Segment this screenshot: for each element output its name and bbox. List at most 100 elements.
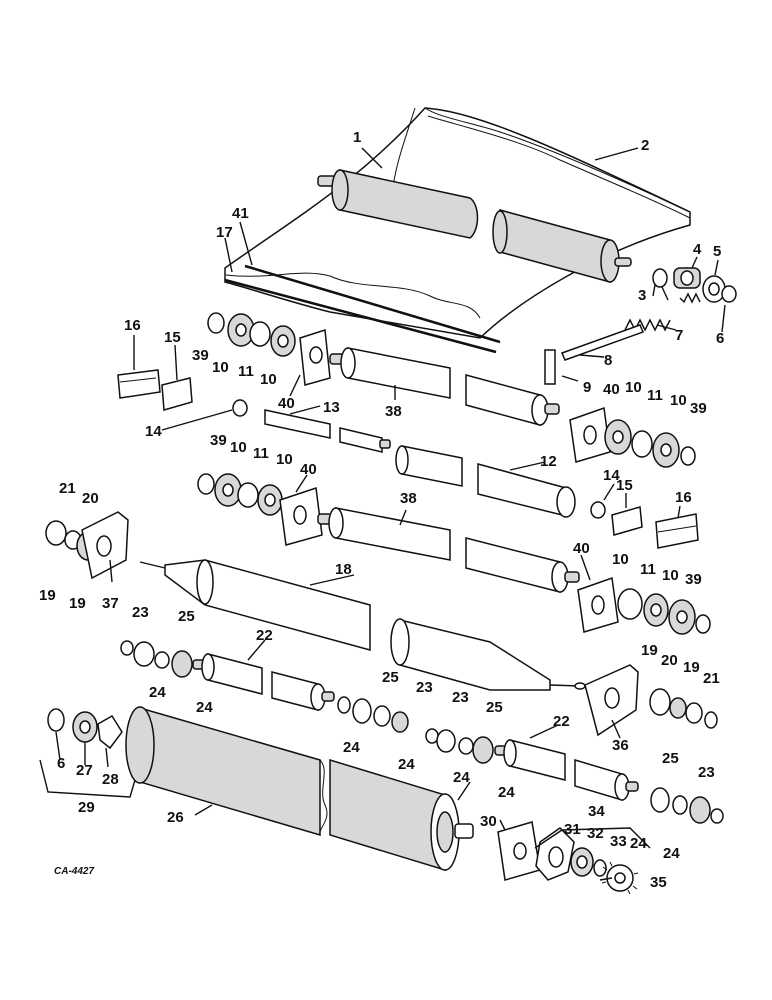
callout-13: 13 bbox=[323, 399, 340, 416]
callout-40d: 40 bbox=[573, 540, 590, 557]
callout-30: 30 bbox=[480, 813, 497, 830]
callout-31: 31 bbox=[564, 821, 581, 838]
callout-40b: 40 bbox=[603, 381, 620, 398]
callout-27: 27 bbox=[76, 762, 93, 779]
roller-22-left bbox=[192, 653, 335, 711]
leader-lines bbox=[39, 147, 726, 881]
callout-25d: 25 bbox=[662, 750, 679, 767]
callout-7: 7 bbox=[675, 327, 683, 344]
callout-24g: 24 bbox=[630, 835, 647, 852]
callout-17: 17 bbox=[216, 224, 233, 241]
callout-10c: 10 bbox=[625, 379, 642, 396]
callout-28: 28 bbox=[102, 771, 119, 788]
callout-11c: 11 bbox=[253, 445, 269, 462]
callout-32: 32 bbox=[587, 825, 604, 842]
callout-39a: 39 bbox=[192, 347, 209, 364]
roller-22-right bbox=[494, 739, 639, 802]
callout-4: 4 bbox=[693, 241, 702, 258]
row5-right-small bbox=[650, 787, 724, 824]
callout-26: 26 bbox=[167, 809, 184, 826]
belt-roller-left bbox=[317, 169, 479, 239]
callout-9: 9 bbox=[583, 379, 591, 396]
callout-34: 34 bbox=[588, 803, 605, 820]
callout-16b: 16 bbox=[675, 489, 692, 506]
bracket-36-group bbox=[584, 664, 718, 737]
callout-10d: 10 bbox=[670, 392, 687, 409]
callout-24c: 24 bbox=[343, 739, 360, 756]
drum-roller-26 bbox=[47, 706, 474, 872]
callout-12: 12 bbox=[540, 453, 557, 470]
callout-33: 33 bbox=[610, 833, 627, 850]
callout-23d: 23 bbox=[698, 764, 715, 781]
callout-10h: 10 bbox=[662, 567, 679, 584]
callout-36: 36 bbox=[612, 737, 629, 754]
callout-11b: 11 bbox=[647, 387, 663, 404]
row3-right-bearings bbox=[577, 576, 711, 635]
callout-15b: 15 bbox=[616, 477, 633, 494]
callout-10g: 10 bbox=[612, 551, 629, 568]
callout-23c: 23 bbox=[452, 689, 469, 706]
callout-3: 3 bbox=[638, 287, 646, 304]
callout-24a: 24 bbox=[149, 684, 166, 701]
callout-35: 35 bbox=[650, 874, 667, 891]
row1-right-bearings bbox=[569, 406, 696, 468]
tensioner-assembly bbox=[544, 267, 737, 385]
callout-1: 1 bbox=[353, 129, 361, 146]
bracket-15-16-right bbox=[590, 501, 699, 549]
callout-24b: 24 bbox=[196, 699, 213, 716]
callout-10e: 10 bbox=[230, 439, 247, 456]
callout-14b: 14 bbox=[603, 467, 620, 484]
row4-mid-small bbox=[337, 696, 409, 733]
bracket-37-group bbox=[45, 511, 129, 580]
row4-left-small bbox=[120, 640, 193, 678]
callout-19c: 19 bbox=[641, 642, 658, 659]
callout-19d: 19 bbox=[683, 659, 700, 676]
cone-roller-18 bbox=[139, 559, 586, 691]
row2-left-bearings bbox=[197, 473, 323, 546]
shaft-13 bbox=[232, 399, 391, 453]
callout-38a: 38 bbox=[385, 403, 402, 420]
callout-41: 41 bbox=[232, 205, 249, 222]
callout-20b: 20 bbox=[661, 652, 678, 669]
belt-roller-right bbox=[492, 209, 632, 283]
callout-25b: 25 bbox=[382, 669, 399, 686]
callout-40c: 40 bbox=[300, 461, 317, 478]
callout-11a: 11 bbox=[238, 363, 254, 380]
rod-17-41 bbox=[224, 264, 501, 354]
drive-group bbox=[497, 821, 639, 895]
bracket-16-left bbox=[117, 369, 193, 411]
callout-23b: 23 bbox=[416, 679, 433, 696]
callout-24e: 24 bbox=[453, 769, 470, 786]
callout-10f: 10 bbox=[276, 451, 293, 468]
callout-25a: 25 bbox=[178, 608, 195, 625]
callout-6: 6 bbox=[716, 330, 724, 347]
roller-12 bbox=[395, 445, 576, 518]
callout-39c: 39 bbox=[210, 432, 227, 449]
roller-38-upper bbox=[329, 347, 560, 426]
callout-24h: 24 bbox=[663, 845, 680, 862]
diagram-code: CA-4427 bbox=[54, 866, 94, 877]
callout-19b: 19 bbox=[69, 595, 86, 612]
callout-14a: 14 bbox=[145, 423, 162, 440]
callout-15a: 15 bbox=[164, 329, 181, 346]
callout-21a: 21 bbox=[59, 480, 76, 497]
callout-20a: 20 bbox=[82, 490, 99, 507]
callout-8: 8 bbox=[604, 352, 612, 369]
callout-19a: 19 bbox=[39, 587, 56, 604]
callout-21b: 21 bbox=[703, 670, 720, 687]
callout-labels: 1 2 41 17 4 5 3 6 7 8 9 16 15 39 10 11 1… bbox=[39, 129, 724, 891]
callout-38b: 38 bbox=[400, 490, 417, 507]
callout-22b: 22 bbox=[553, 713, 570, 730]
callout-39d: 39 bbox=[685, 571, 702, 588]
callout-40a: 40 bbox=[278, 395, 295, 412]
callout-29: 29 bbox=[78, 799, 95, 816]
callout-10a: 10 bbox=[212, 359, 229, 376]
callout-39b: 39 bbox=[690, 400, 707, 417]
callout-24f: 24 bbox=[498, 784, 515, 801]
callout-6b: 6 bbox=[57, 755, 65, 772]
callout-10b: 10 bbox=[260, 371, 277, 388]
callout-37: 37 bbox=[102, 595, 119, 612]
row1-left-bearings bbox=[207, 312, 331, 386]
